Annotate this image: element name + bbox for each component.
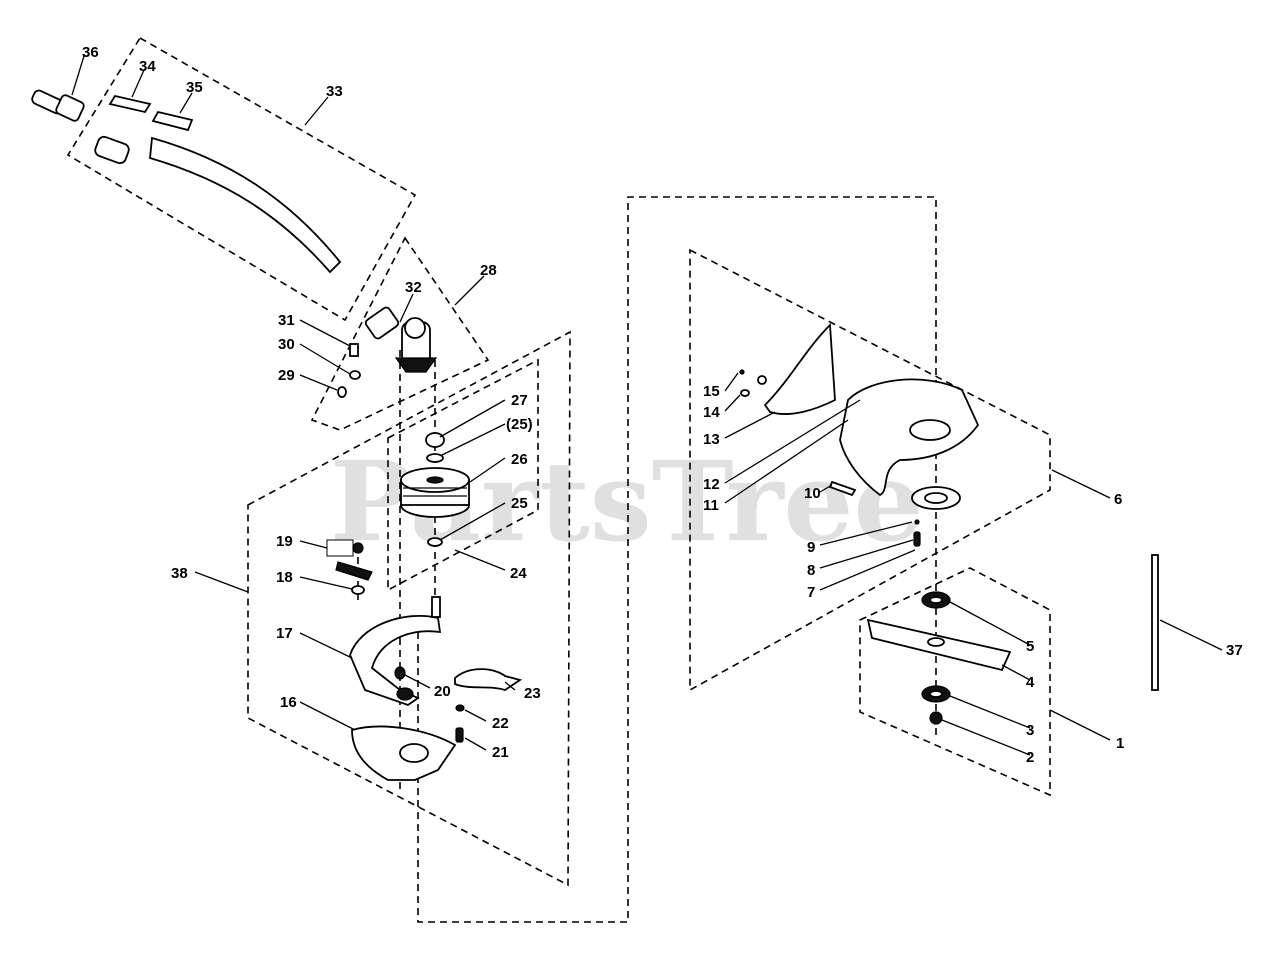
part-25-washer-bottom	[427, 537, 443, 547]
part-21-screw	[455, 727, 464, 743]
part-29-nut	[337, 386, 347, 398]
part-33-shaft	[149, 136, 342, 274]
label-5: 5	[1026, 638, 1034, 655]
part-7-bolt	[913, 531, 921, 547]
label-7: 7	[807, 584, 815, 601]
label-26: 26	[511, 451, 528, 468]
label-8: 8	[807, 562, 815, 579]
part-17-hub	[396, 687, 414, 701]
part-36-plug	[31, 89, 85, 122]
label-2: 2	[1026, 749, 1034, 766]
part-14-washer	[740, 389, 750, 397]
label-33: 33	[326, 83, 343, 100]
label-14: 14	[703, 404, 720, 421]
label-17: 17	[276, 625, 293, 642]
part-26-spool	[400, 467, 470, 518]
part-3-flange-hole	[929, 690, 943, 698]
label-3: 3	[1026, 722, 1034, 739]
connector-path	[417, 196, 937, 923]
part-18-washer	[351, 585, 365, 595]
label-15: 15	[703, 383, 720, 400]
label-13: 13	[703, 431, 720, 448]
leader-lines	[71, 55, 1223, 756]
label-22: 22	[492, 715, 509, 732]
part-11-guard-hole	[909, 419, 951, 441]
label-12: 12	[703, 476, 720, 493]
part-33-collar	[94, 135, 130, 165]
label-18: 18	[276, 569, 293, 586]
group-6-outline	[689, 248, 1051, 692]
group-38-outline	[247, 330, 571, 887]
part-8-pin	[914, 519, 920, 525]
part-19-wing-knob	[326, 539, 373, 581]
label-32: 32	[405, 279, 422, 296]
label-21: 21	[492, 744, 509, 761]
part-35-decal	[151, 110, 194, 132]
label-6: 6	[1114, 491, 1122, 508]
part-22-washer	[455, 704, 465, 712]
label-27: 27	[511, 392, 528, 409]
label-35: 35	[186, 79, 203, 96]
part-5-flange-hole	[929, 596, 943, 604]
part-15-rivet	[739, 369, 745, 375]
label-28: 28	[480, 262, 497, 279]
part-16-hole	[399, 743, 429, 763]
part-27-nut	[425, 432, 445, 448]
group-28-outline	[310, 236, 490, 431]
part-34-decal	[108, 94, 152, 114]
part-20-nut	[394, 666, 406, 680]
part-2-nut	[929, 711, 943, 725]
part-17-pin	[431, 596, 441, 618]
part-25-washer-top	[426, 453, 444, 463]
label-24: 24	[510, 565, 527, 582]
label-30: 30	[278, 336, 295, 353]
part-4-blade-hole	[927, 637, 945, 647]
part-11-guard	[839, 378, 980, 497]
label-36: 36	[82, 44, 99, 61]
group-33-outline	[66, 36, 417, 322]
group-1-outline	[859, 567, 1051, 797]
label-37: 37	[1226, 642, 1243, 659]
part-30-washer	[349, 370, 361, 380]
part-23-line-cutter	[454, 668, 523, 691]
part-17-cutter-housing	[349, 614, 442, 707]
label-29: 29	[278, 367, 295, 384]
group-24-outline	[387, 358, 539, 592]
label-10: 10	[804, 485, 821, 502]
part-32-gearbox	[364, 306, 438, 373]
label-16: 16	[280, 694, 297, 711]
label-11: 11	[703, 497, 719, 514]
label-38: 38	[171, 565, 188, 582]
label-20: 20	[434, 683, 451, 700]
label-9: 9	[807, 539, 815, 556]
part-31-screw	[349, 343, 359, 357]
label-4: 4	[1026, 674, 1035, 691]
label-31: 31	[278, 312, 295, 329]
part-13-flap	[763, 322, 836, 415]
label-23: 23	[524, 685, 541, 702]
part-9-flange-hole	[924, 492, 948, 504]
label-25: 25	[511, 495, 528, 512]
label-25b: (25)	[506, 416, 533, 433]
part-37-rod	[1151, 554, 1159, 691]
part-14-washer-b	[757, 375, 767, 385]
label-19: 19	[276, 533, 293, 550]
label-34: 34	[139, 58, 156, 75]
label-1: 1	[1116, 735, 1124, 752]
